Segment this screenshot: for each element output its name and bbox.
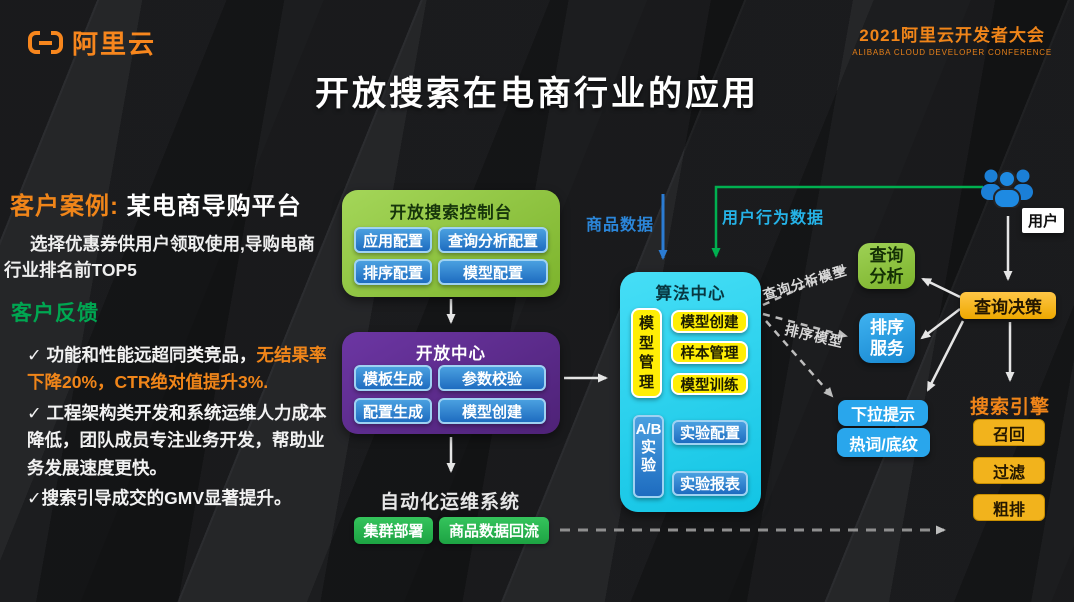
center-btn-param-check: 参数校验: [438, 365, 546, 391]
conference-title: 2021阿里云开发者大会: [859, 26, 1046, 45]
case-value: 某电商导购平台: [126, 193, 302, 220]
algo-btn-model-create: 模型创建: [671, 310, 748, 333]
algo-btn-sample-mgmt: 样本管理: [671, 341, 748, 364]
ops-btn-cluster-deploy: 集群部署: [354, 517, 433, 544]
console-btn-rank-config: 排序配置: [354, 259, 432, 285]
label-user-behavior-data: 用户行为数据: [722, 210, 825, 227]
conference-subtitle: ALIBABA CLOUD DEVELOPER CONFERENCE: [852, 48, 1052, 57]
algo-btn-exp-report: 实验报表: [672, 471, 748, 496]
feedback-text: ✓ 工程架构类开发和系统运维人力成本降低，团队成员专注业务开发，帮助业务发展速度…: [27, 402, 327, 478]
node-rank-service: 排序服务: [859, 313, 915, 363]
center-btn-template-gen: 模板生成: [354, 365, 432, 391]
feedback-text: ✓搜索引导成交的GMV显著提升。: [27, 488, 292, 509]
case-label: 客户案例:: [10, 193, 119, 220]
open-center-title: 开放中心: [416, 345, 486, 363]
engine-btn-recall: 召回: [973, 419, 1045, 446]
algo-btn-model-mgmt: 模型管理: [631, 308, 662, 398]
engine-btn-filter: 过滤: [973, 457, 1045, 484]
algo-btn-exp-config: 实验配置: [672, 420, 748, 445]
algo-btn-ab-test: A/B实验: [633, 415, 664, 498]
label-rank-model: 排序模型: [783, 321, 846, 351]
ops-title: 自动化运维系统: [379, 492, 520, 513]
conference-banner: 2021阿里云开发者大会 ALIBABA CLOUD DEVELOPER CON…: [852, 21, 1052, 57]
arrow-decision-to-suggest: [926, 320, 965, 392]
ops-btn-product-data-return: 商品数据回流: [439, 517, 549, 544]
feedback-item: ✓搜索引导成交的GMV显著提升。: [27, 485, 329, 512]
feedback-text: ✓ 功能和性能远超同类竞品，: [27, 345, 257, 365]
page-title: 开放搜索在电商行业的应用: [315, 75, 759, 113]
node-hotwords: 热词/底纹: [837, 428, 930, 457]
case-intro: 选择优惠券供用户领取使用,导购电商行业排名前TOP5: [4, 234, 315, 281]
feedback-list: ✓ 功能和性能远超同类竞品，无结果率下降20%，CTR绝对值提升3%. ✓ 工程…: [27, 342, 329, 516]
console-title: 开放搜索控制台: [389, 204, 513, 222]
node-query-analysis: 查询分析: [858, 243, 915, 289]
algo-btn-model-train: 模型训练: [671, 373, 748, 395]
algo-title: 算法中心: [655, 285, 726, 303]
users-icon: [981, 169, 1033, 208]
node-query-decision: 查询决策: [960, 292, 1056, 319]
feedback-item: ✓ 工程架构类开发和系统运维人力成本降低，团队成员专注业务开发，帮助业务发展速度…: [27, 400, 329, 482]
engine-title: 搜索引擎: [969, 397, 1050, 418]
center-btn-model-create: 模型创建: [438, 398, 546, 424]
logo-dash-icon: [39, 40, 52, 45]
arrow-decision-to-qa: [921, 277, 961, 299]
logo-bracket-right-icon: [51, 31, 63, 54]
console-btn-query-analysis-config: 查询分析配置: [438, 227, 548, 253]
arrow-decision-to-rank: [920, 308, 961, 340]
console-btn-model-config: 模型配置: [438, 259, 548, 285]
node-suggest: 下拉提示: [838, 400, 928, 426]
logo-bracket-left-icon: [28, 31, 40, 54]
center-btn-config-gen: 配置生成: [354, 398, 432, 424]
label-qa-model: 查询分析模型: [761, 262, 849, 303]
feedback-heading: 客户反馈: [11, 302, 99, 325]
logo-text: 阿里云: [72, 29, 157, 59]
label-product-data: 商品数据: [586, 217, 655, 234]
feedback-item: ✓ 功能和性能远超同类竞品，无结果率下降20%，CTR绝对值提升3%.: [27, 342, 329, 397]
engine-btn-rough-rank: 粗排: [973, 494, 1045, 521]
alibaba-cloud-logo: 阿里云: [28, 24, 156, 61]
console-btn-app-config: 应用配置: [354, 227, 432, 253]
user-tag: 用户: [1022, 208, 1064, 233]
feedback-highlight: 无结果率下降20%，CTR绝对值提升3%.: [27, 345, 327, 393]
case-heading: 客户案例: 某电商导购平台: [10, 186, 302, 221]
